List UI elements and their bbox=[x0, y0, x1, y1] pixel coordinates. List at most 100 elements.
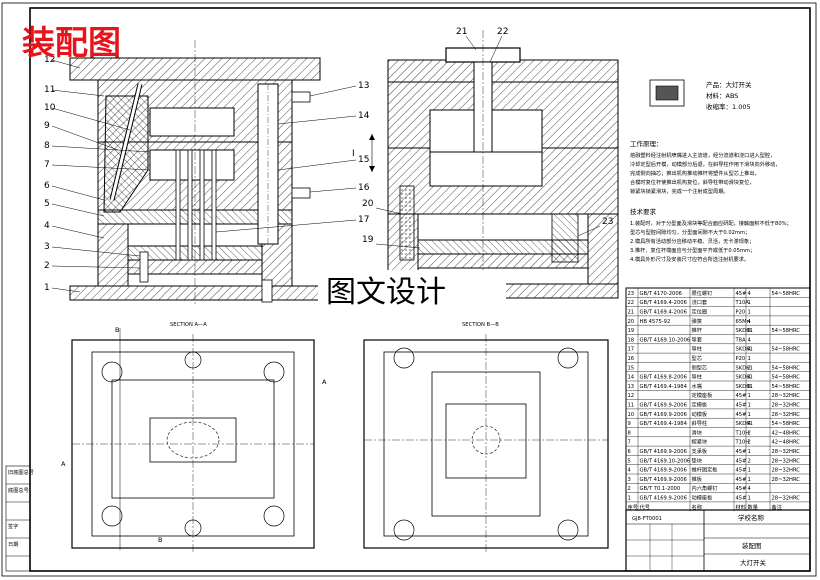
bom-cell-remark: 54~58HRC bbox=[772, 421, 801, 427]
bom-cell-name: 定模座板 bbox=[692, 391, 714, 399]
callout-19: 19 bbox=[362, 235, 374, 245]
bom-cell-remark: 42~48HRC bbox=[772, 440, 801, 446]
bom-cell-mat: SKD61 bbox=[736, 384, 753, 390]
bom-cell-mat: 45# bbox=[736, 458, 747, 464]
bom-cell-mat: 45# bbox=[736, 449, 747, 455]
bom-cell-mat: SKD61 bbox=[736, 421, 753, 427]
bom-cell-qty: 1 bbox=[748, 403, 751, 409]
bom-cell-no: 4 bbox=[628, 468, 632, 474]
callouts-right: 21 22 20 19 23 bbox=[362, 27, 613, 249]
bom-cell-no: 19 bbox=[628, 328, 635, 334]
side-strip-label-1: 底图总号 bbox=[8, 486, 29, 494]
bom-cell-name: 动模座板 bbox=[692, 494, 714, 502]
drawing-number: GJ8-FT0001 bbox=[632, 516, 662, 522]
callout-15: 15 bbox=[358, 155, 369, 165]
bom-cell-qty: 8 bbox=[748, 384, 751, 390]
bom-cell-no: 8 bbox=[628, 430, 631, 436]
bom-cell-code: GB/T 4169.9-2006 bbox=[640, 477, 687, 483]
bom-cell-code: GB/T 4170-2006 bbox=[640, 291, 682, 297]
bom-cell-remark: 54~58HRC bbox=[772, 365, 801, 371]
bom-cell-mat: SKD61 bbox=[736, 365, 753, 371]
side-strip-label-0: 旧底图总号 bbox=[8, 468, 34, 476]
bom-cell-qty: 2 bbox=[748, 430, 751, 436]
bom-cell-qty: 1 bbox=[748, 356, 751, 362]
work-line-4: 锁紧块锁紧滑块，完成一个注射成型周期。 bbox=[630, 187, 729, 195]
bom-header-cell: 备注 bbox=[772, 503, 782, 511]
bom-cell-code: GB/T 4169.4-2006 bbox=[640, 310, 687, 316]
tech-line-4: 4.模具外形尺寸及安装尺寸应符合所选注射机要求。 bbox=[630, 255, 749, 263]
bom-cell-code: GB/T 4169.9-2006 bbox=[640, 449, 687, 455]
bom-cell-name: 侧型芯 bbox=[692, 363, 708, 371]
callouts-left: 12 11 10 9 8 7 6 5 4 3 2 1 bbox=[44, 55, 151, 293]
plan-view-right bbox=[363, 334, 609, 554]
bom-cell-mat: 45# bbox=[736, 393, 747, 399]
bom-cell-no: 3 bbox=[628, 477, 631, 483]
school-name: 学校名称 bbox=[738, 513, 765, 522]
work-line-0: 熔融塑料经注射机喷嘴进入主流道，经分流道和浇口进入型腔， bbox=[630, 151, 775, 159]
bom-cell-remark: 28~32HRC bbox=[772, 393, 801, 399]
bom-cell-no: 20 bbox=[628, 319, 635, 325]
bom-cell-qty: 1 bbox=[748, 310, 751, 316]
bom-cell-name: 动模板 bbox=[692, 410, 708, 418]
side-strip-label-3: 日期 bbox=[8, 541, 18, 548]
bom-cell-qty: 8 bbox=[748, 328, 751, 334]
bom-cell-mat: T8A bbox=[735, 337, 746, 343]
bom-cell-qty: 1 bbox=[748, 449, 751, 455]
dimension-I-label: I bbox=[352, 149, 355, 159]
bom-cell-mat: SKD61 bbox=[736, 347, 753, 353]
bom-cell-no: 12 bbox=[628, 393, 635, 399]
side-strip-label-2: 签字 bbox=[8, 522, 18, 530]
bom-header-cell: 名称 bbox=[692, 503, 702, 511]
bom-cell-mat: 45# bbox=[736, 291, 747, 297]
cut-a-left: A bbox=[61, 460, 66, 468]
bom-cell-qty: 4 bbox=[748, 319, 752, 325]
bom-cell-mat: 45# bbox=[736, 403, 747, 409]
tech-line-3: 3.推杆、复位杆端面应与分型面平齐或低于0.05mm； bbox=[630, 246, 755, 254]
bom-cell-qty: 1 bbox=[748, 412, 751, 418]
bom-cell-name: 推杆 bbox=[692, 326, 702, 334]
bom-cell-mat: 65Mn bbox=[736, 319, 750, 325]
work-line-2: 完成侧向抽芯；推出机构推动推杆将塑件从型芯上推出， bbox=[630, 169, 760, 177]
bom-cell-mat: 45# bbox=[736, 468, 747, 474]
bom-cell-no: 23 bbox=[628, 291, 635, 297]
callout-2: 2 bbox=[44, 261, 50, 271]
bom-cell-mat: 45# bbox=[736, 496, 747, 502]
product-shrink: 收缩率：1.005 bbox=[706, 102, 751, 111]
bom-cell-no: 15 bbox=[628, 365, 635, 371]
section-bb-view: I bbox=[352, 30, 619, 304]
bom-cell-no: 6 bbox=[628, 449, 631, 455]
bom-cell-code: GB/T 70.1-2000 bbox=[640, 486, 681, 492]
cut-a-right: A bbox=[322, 378, 327, 386]
bom-cell-mat: SKD61 bbox=[736, 328, 753, 334]
callout-5: 5 bbox=[44, 199, 50, 209]
bom-cell-qty: 1 bbox=[748, 300, 751, 306]
bom-cell-name: 定模板 bbox=[692, 401, 708, 409]
callouts-mid: 13 14 15 16 17 bbox=[215, 81, 370, 233]
bom-cell-no: 7 bbox=[628, 440, 631, 446]
bom-cell-remark: 54~58HRC bbox=[772, 347, 801, 353]
callout-10: 10 bbox=[44, 103, 56, 113]
bom-cell-qty: 4 bbox=[748, 337, 752, 343]
work-line-1: 冷却定型后开模，动模部分后退，在斜导柱作用下滑块向外移动， bbox=[630, 160, 780, 168]
bom-cell-code: GB/T 4169.9-2006 bbox=[640, 403, 687, 409]
bom-header-cell: 材料 bbox=[736, 503, 746, 511]
bom-cell-remark: 54~58HRC bbox=[772, 384, 801, 390]
bom-cell-name: 导套 bbox=[692, 335, 703, 343]
section-aa-view bbox=[69, 40, 321, 306]
callout-14: 14 bbox=[358, 111, 370, 121]
tech-line-0: 1.装配时，对于分型面及滑块等配合面应研配，接触面积不低于80%； bbox=[630, 219, 792, 227]
product-material: 材料：ABS bbox=[706, 91, 738, 100]
